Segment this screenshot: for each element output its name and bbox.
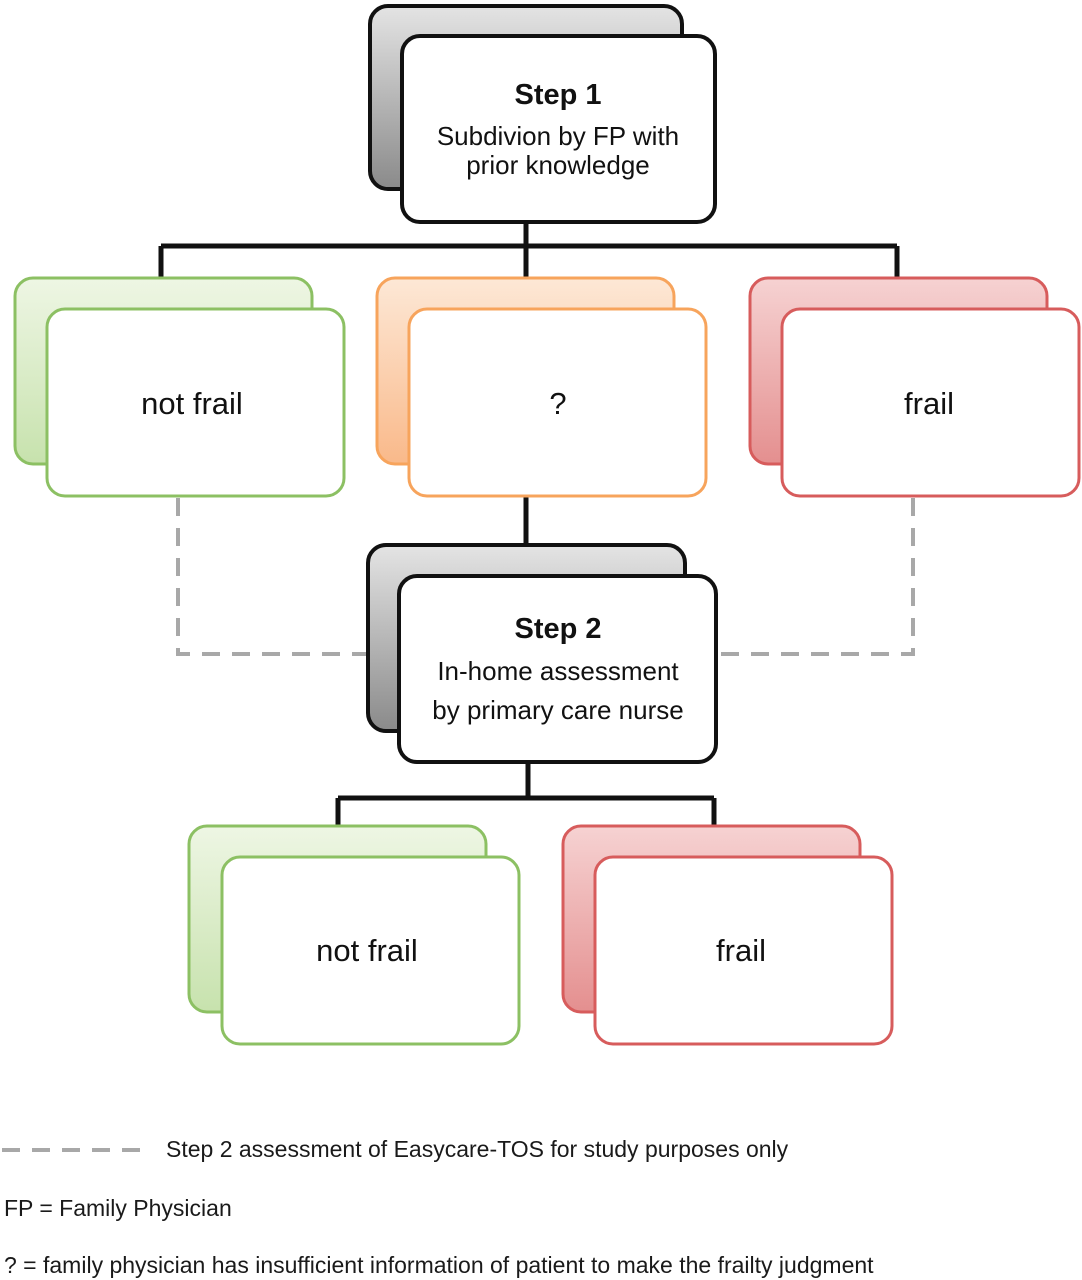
uncertain-node: ? — [375, 276, 708, 498]
step1-line1: Subdivion by FP with — [437, 121, 679, 151]
legend-fp-abbreviation: FP = Family Physician — [4, 1195, 232, 1221]
dashed-connector-right — [712, 498, 915, 656]
frail-2-card — [593, 855, 894, 1046]
step1-line2: prior knowledge — [466, 150, 650, 180]
frail-1-card — [780, 307, 1081, 498]
legend-question-definition: ? = family physician has insufficient in… — [4, 1252, 874, 1278]
dashed-connectors — [176, 498, 915, 656]
step1-title: Step 1 — [514, 79, 601, 111]
step2-card — [397, 574, 718, 764]
step1-node: Step 1 Subdivion by FP with prior knowle… — [368, 4, 717, 224]
step2-line2: by primary care nurse — [432, 695, 683, 725]
step2-title: Step 2 — [514, 613, 601, 645]
frail-node-2: frail — [561, 824, 894, 1046]
dashed-connector-left — [176, 498, 368, 656]
not-frail-1-label: not frail — [141, 386, 243, 421]
uncertain-card — [407, 307, 708, 498]
legend-dashed-description: Step 2 assessment of Easycare-TOS for st… — [166, 1136, 789, 1162]
step2-node: Step 2 In-home assessment by primary car… — [366, 543, 718, 764]
not-frail-2-card — [220, 855, 521, 1046]
step2-line1: In-home assessment — [437, 656, 679, 686]
not-frail-1-card — [45, 307, 346, 498]
uncertain-label: ? — [549, 386, 566, 421]
connectors — [158, 222, 900, 826]
frail-node-1: frail — [748, 276, 1081, 498]
not-frail-node-2: not frail — [187, 824, 521, 1046]
frail-1-label: frail — [904, 386, 954, 421]
frail-2-label: frail — [716, 933, 766, 968]
not-frail-node-1: not frail — [13, 276, 346, 498]
step1-card — [400, 34, 717, 224]
not-frail-2-label: not frail — [316, 933, 418, 968]
